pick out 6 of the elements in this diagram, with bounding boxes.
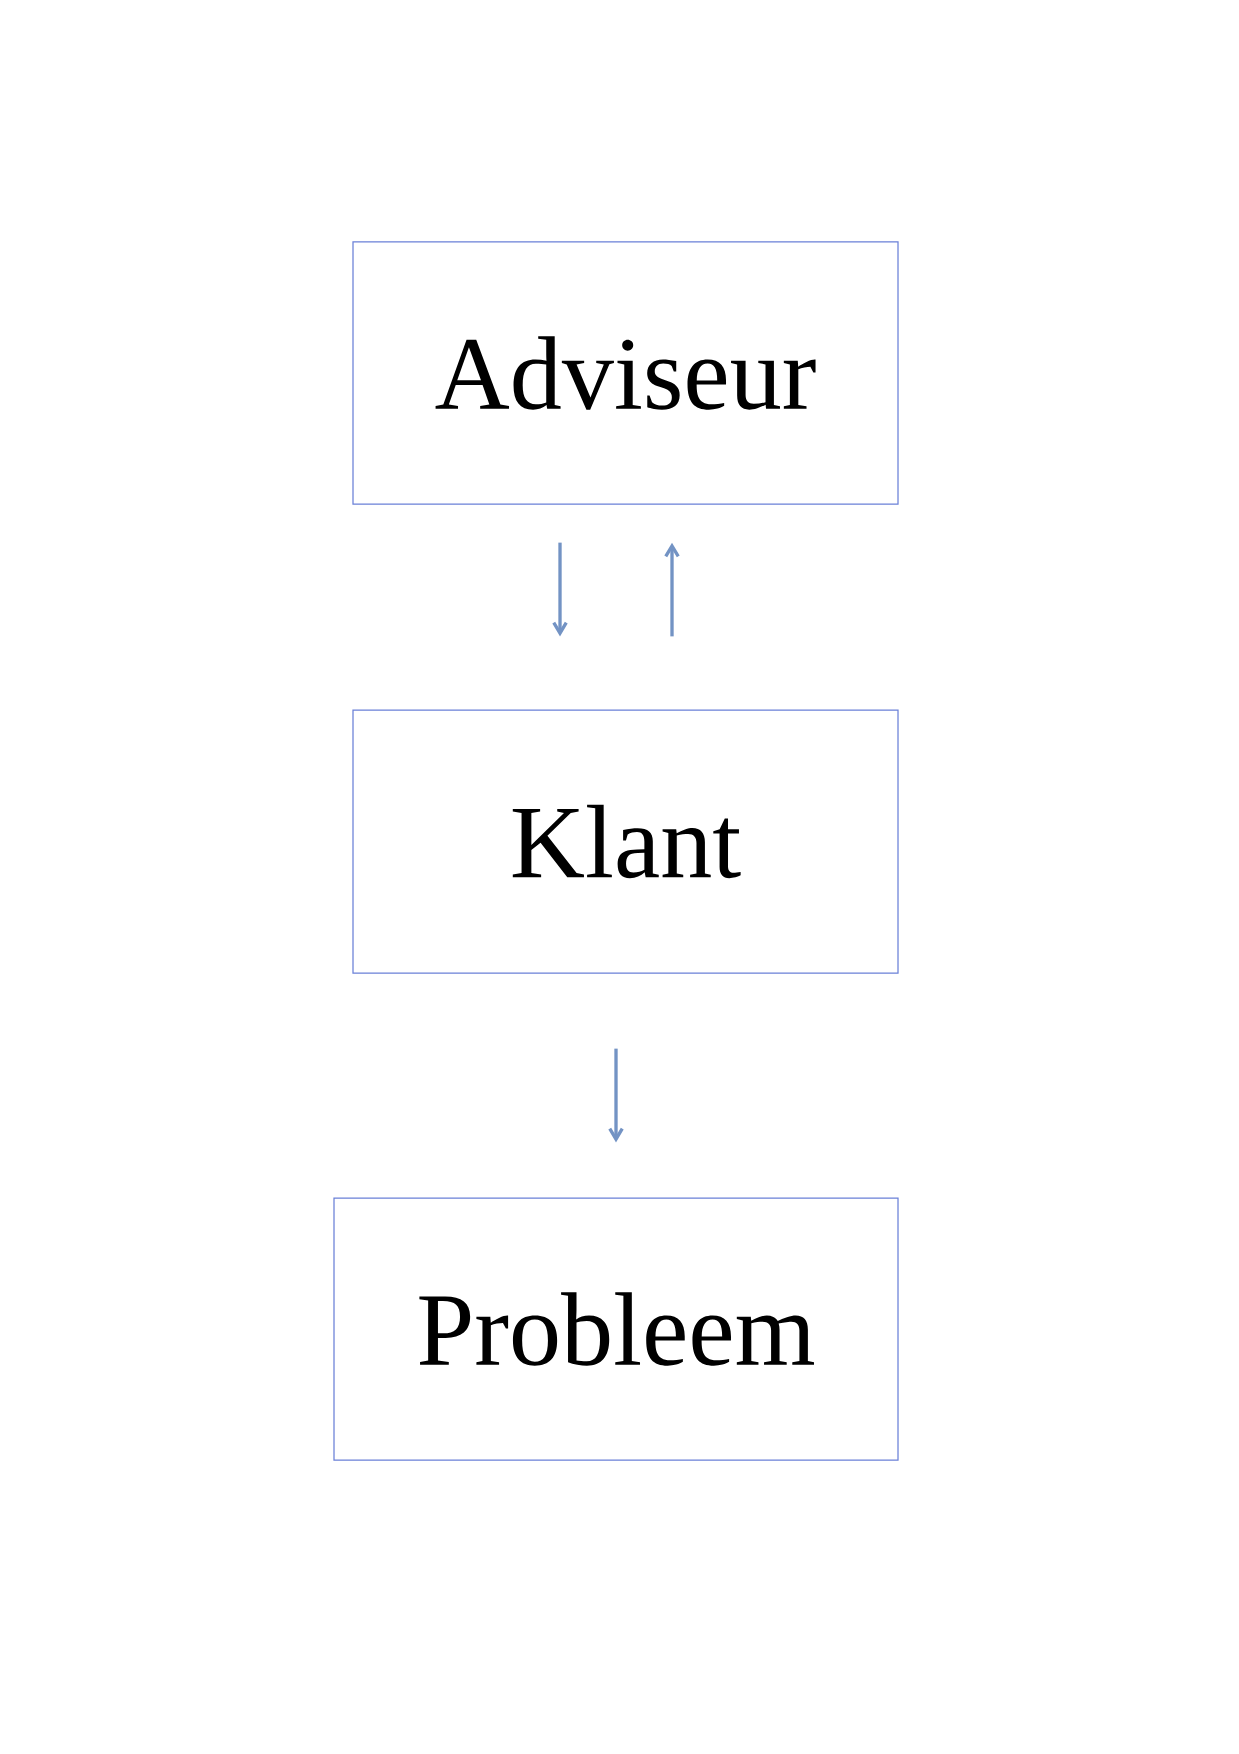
arrow bbox=[664, 542, 680, 637]
process-box: Klant bbox=[352, 709, 899, 974]
arrow bbox=[552, 542, 568, 637]
process-box: Adviseur bbox=[352, 241, 899, 505]
arrow bbox=[608, 1048, 624, 1143]
process-box: Probleem bbox=[333, 1197, 899, 1461]
